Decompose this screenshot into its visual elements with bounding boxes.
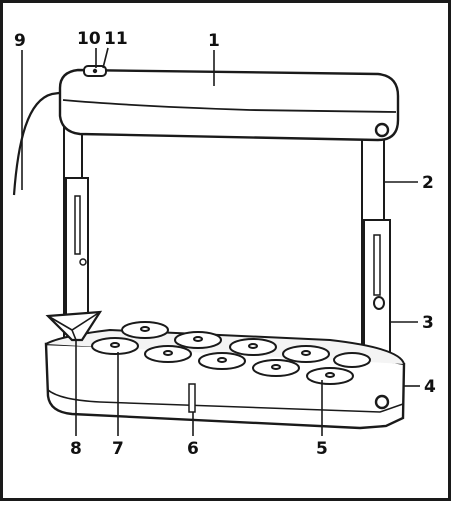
plant-pods (91, 321, 371, 385)
callout-4-label: 4 (424, 377, 436, 397)
callout-2-label: 2 (422, 173, 434, 193)
power-cable (12, 90, 67, 196)
callout-7-label: 7 (112, 439, 124, 459)
callout-11-label: 11 (104, 29, 128, 49)
lamp-head (58, 65, 400, 142)
callout-10-label: 10 (77, 29, 101, 49)
lamp-hinge-knob (374, 122, 390, 138)
callout-3-label: 3 (422, 313, 434, 333)
lamp-indicator-light (92, 68, 98, 74)
callout-9-label: 9 (14, 31, 26, 51)
callout-1-label: 1 (208, 31, 220, 51)
callout-6-label: 6 (187, 439, 199, 459)
callout-8-label: 8 (70, 439, 82, 459)
base-button (374, 394, 390, 410)
water-funnel (45, 310, 103, 342)
callout-leaders (21, 47, 420, 436)
right-pole (361, 127, 391, 379)
callout-5-label: 5 (316, 439, 328, 459)
water-level-window (188, 383, 196, 413)
